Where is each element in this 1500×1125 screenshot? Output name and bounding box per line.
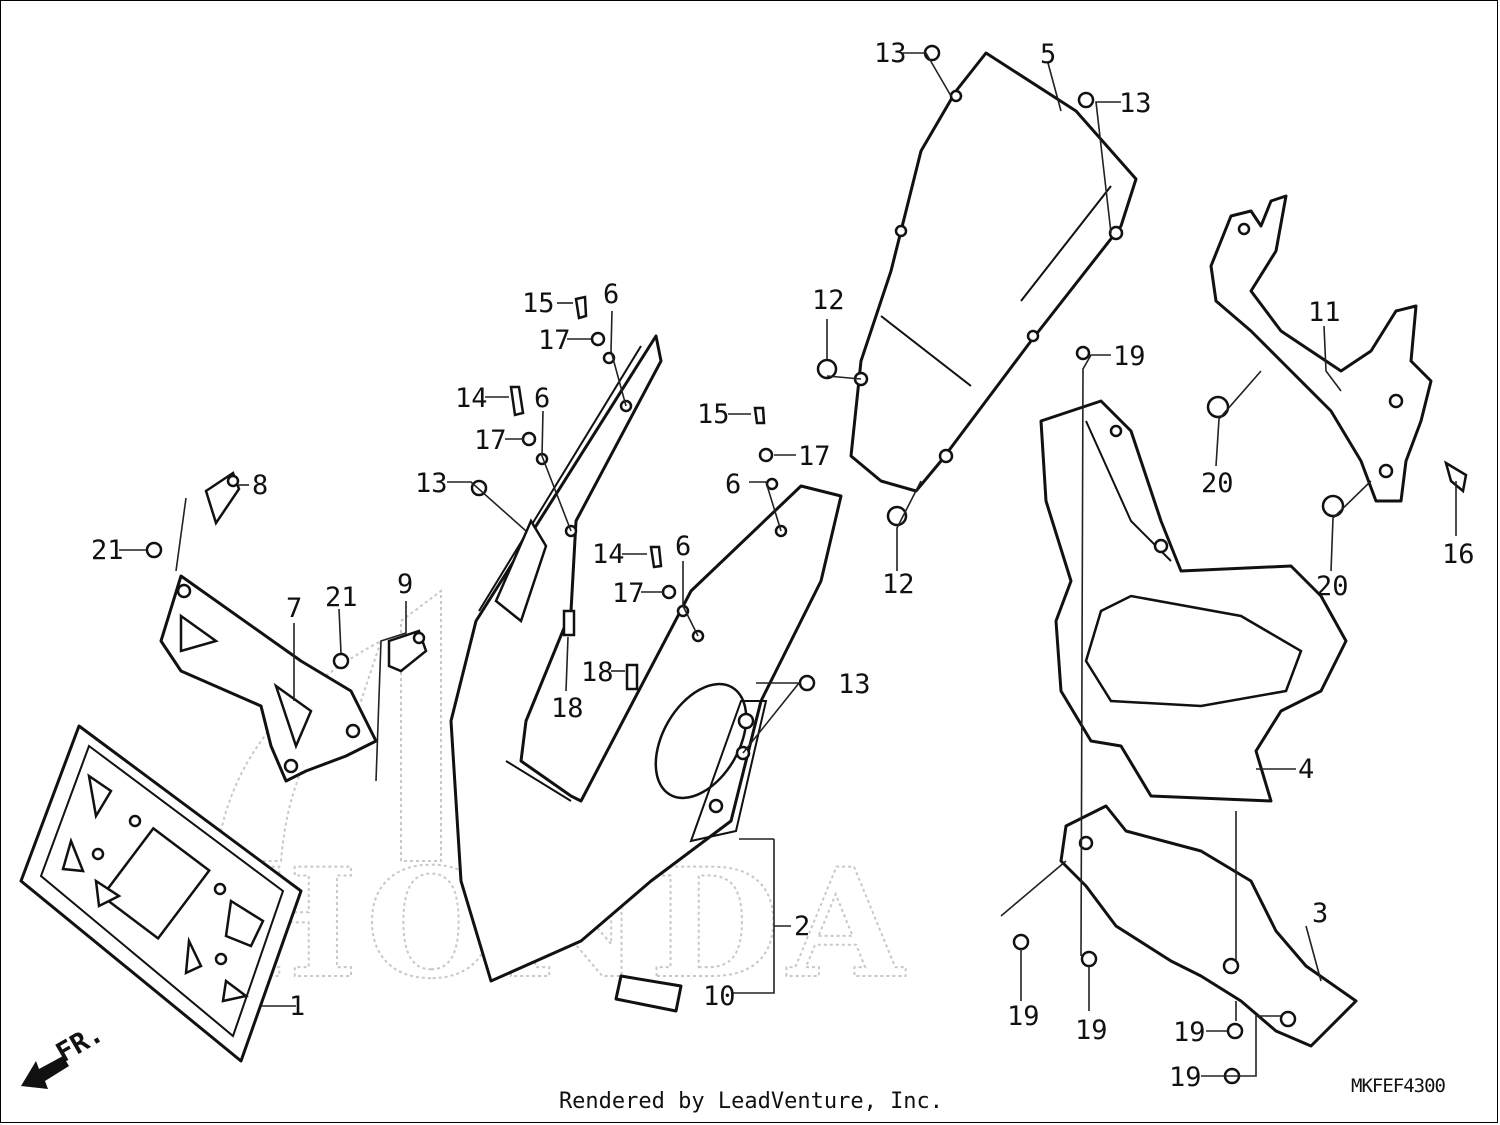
part-10-pad[interactable] — [614, 974, 683, 1013]
callout-6b: 6 — [534, 383, 550, 414]
callout-21b: 21 — [325, 582, 358, 613]
callout-20b: 20 — [1316, 571, 1349, 602]
callout-15a: 15 — [522, 288, 555, 319]
callout-18b: 18 — [581, 657, 614, 688]
callout-20a: 20 — [1201, 468, 1234, 499]
callout-12b: 12 — [882, 569, 915, 600]
callout-3: 3 — [1312, 898, 1328, 929]
callout-11: 11 — [1308, 297, 1341, 328]
callout-10: 10 — [703, 981, 736, 1012]
callout-6a: 6 — [603, 279, 619, 310]
leader-lines — [119, 52, 1457, 1077]
diagram-code: MKFEF4300 — [1351, 1075, 1446, 1097]
callout-16: 16 — [1442, 539, 1475, 570]
callout-13d: 13 — [838, 669, 871, 700]
callout-14b: 14 — [592, 539, 625, 570]
callout-17b: 17 — [474, 425, 507, 456]
callout-15b: 15 — [697, 399, 730, 430]
callout-5: 5 — [1040, 39, 1056, 70]
callout-13b: 13 — [1119, 88, 1152, 119]
callout-21a: 21 — [91, 535, 124, 566]
callout-12a: 12 — [812, 285, 845, 316]
callout-18a: 18 — [551, 693, 584, 724]
callout-17d: 17 — [612, 578, 645, 609]
callout-19e: 19 — [1169, 1062, 1202, 1093]
callout-19b: 19 — [1007, 1001, 1040, 1032]
callout-17a: 17 — [538, 325, 571, 356]
callout-6d: 6 — [725, 469, 741, 500]
callout-19c: 19 — [1075, 1015, 1108, 1046]
callout-9: 9 — [397, 569, 413, 600]
callout-1: 1 — [289, 991, 305, 1022]
part-3-lower-panel[interactable] — [1059, 804, 1358, 1048]
callout-14a: 14 — [455, 383, 488, 414]
callout-19d: 19 — [1173, 1017, 1206, 1048]
callout-labels: 1 2 3 4 5 6 6 6 6 7 8 9 10 11 12 12 13 1… — [91, 38, 1475, 1093]
part-7-stay[interactable] — [159, 574, 378, 783]
callout-8: 8 — [252, 470, 268, 501]
callout-19a: 19 — [1113, 341, 1146, 372]
part-5-windscreen[interactable] — [849, 51, 1138, 493]
callout-13a: 13 — [874, 38, 907, 69]
callout-2: 2 — [794, 911, 810, 942]
front-direction-arrow-icon: FR. — [21, 1018, 109, 1089]
part-1-plate-bracket[interactable] — [19, 724, 303, 1063]
callout-7: 7 — [286, 593, 302, 624]
callout-6c: 6 — [675, 531, 691, 562]
render-credit: Rendered by LeadVenture, Inc. — [558, 1089, 944, 1114]
callout-13c: 13 — [415, 468, 448, 499]
wing-logo-watermark — [214, 589, 442, 862]
part-4-inner-panel[interactable] — [1039, 399, 1348, 803]
part-11-stay[interactable] — [1209, 194, 1433, 503]
part-2-front-cowl[interactable] — [449, 334, 843, 983]
callout-4: 4 — [1298, 754, 1314, 785]
callout-17c: 17 — [798, 441, 831, 472]
